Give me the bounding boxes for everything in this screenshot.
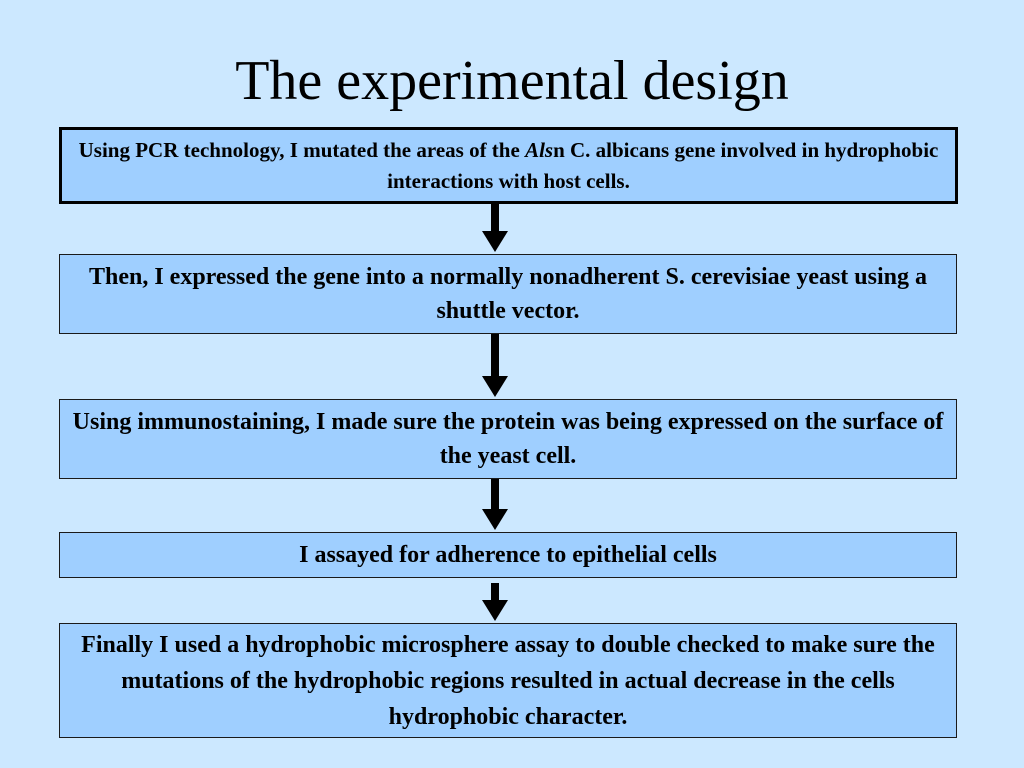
flow-arrow-icon [482, 204, 508, 252]
step-text-immunostaining: Using immunostaining, I made sure the pr… [72, 409, 944, 469]
step-text-expression: Then, I expressed the gene into a normal… [88, 264, 928, 324]
flow-arrow-icon [482, 334, 508, 397]
gene-name-italic: Als [525, 137, 554, 162]
step-box-microsphere-assay: Finally I used a hydrophobic microsphere… [59, 623, 957, 738]
step-box-pcr-mutation: Using PCR technology, I mutated the area… [59, 127, 958, 204]
step-box-immunostaining: Using immunostaining, I made sure the pr… [59, 399, 957, 479]
step-box-adherence-assay: I assayed for adherence to epithelial ce… [59, 532, 957, 578]
step-text-pcr-mutation: Using PCR technology, I mutated the area… [70, 135, 947, 197]
step-text-part: n C. albicans gene involved in hydrophob… [387, 137, 939, 193]
step-text-part: Using PCR technology, I mutated the area… [78, 137, 526, 162]
step-text-microsphere-assay: Finally I used a hydrophobic microsphere… [81, 631, 935, 730]
flow-arrow-icon [482, 479, 508, 530]
slide-title: The experimental design [235, 50, 789, 112]
flow-arrow-icon [482, 583, 508, 621]
step-text-adherence-assay: I assayed for adherence to epithelial ce… [299, 542, 717, 568]
step-box-expression: Then, I expressed the gene into a normal… [59, 254, 957, 334]
